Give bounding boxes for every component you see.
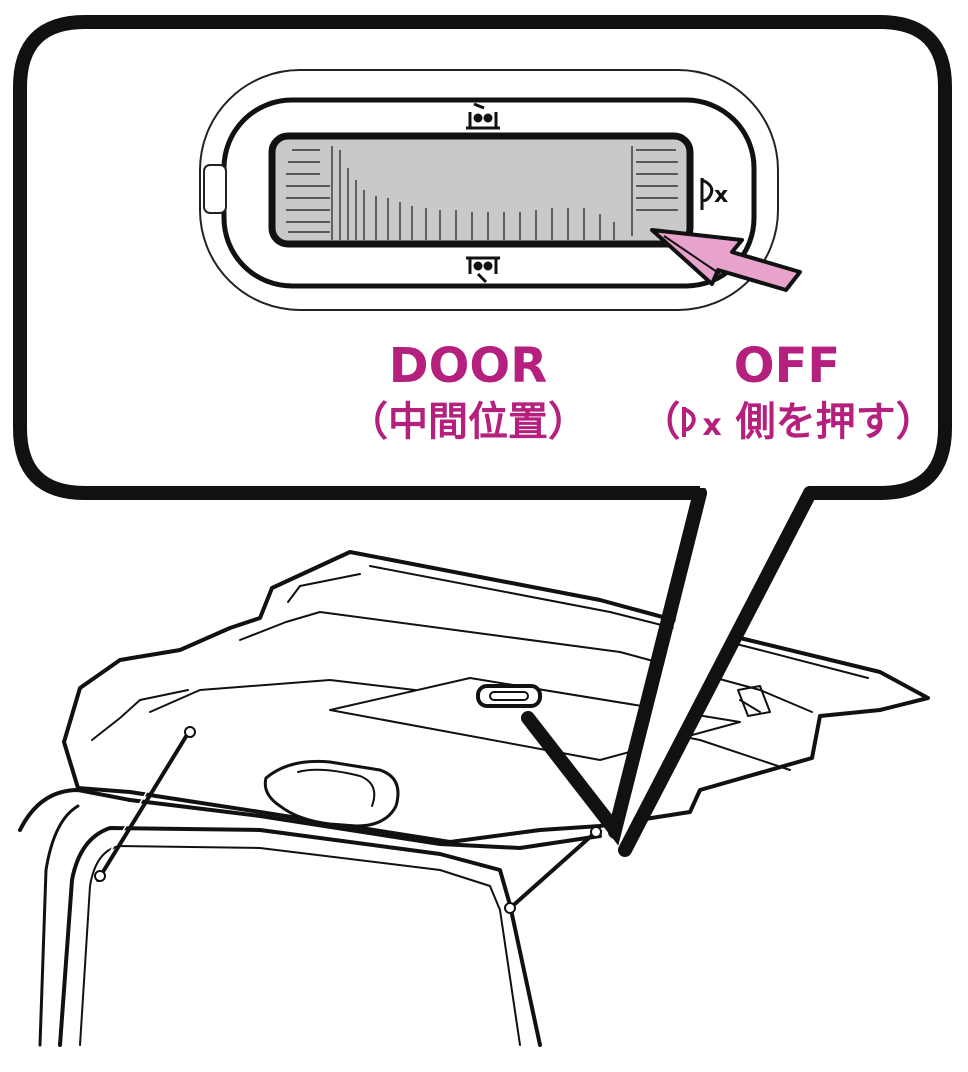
door-lamp-open-icon	[466, 102, 500, 130]
switch-lens	[268, 132, 694, 248]
door-frame	[18, 788, 602, 850]
lamp-off-x-mark: x	[714, 183, 728, 208]
press-arrow	[650, 228, 802, 292]
lens-texture	[286, 146, 678, 240]
off-label: OFF	[733, 338, 841, 394]
door-sub-label: （中間位置）	[348, 399, 588, 445]
callout-pointer-outline	[521, 486, 817, 857]
left-gas-strut	[93, 726, 196, 882]
vehicle-rear	[18, 550, 930, 1047]
off-sub-close: 側を押す）	[735, 399, 936, 445]
switch-side-tab	[203, 164, 227, 214]
door-lamp-closed-icon	[466, 256, 500, 284]
off-sub-x: x	[702, 408, 722, 443]
lamp-off-icon: x	[700, 178, 728, 210]
right-gas-strut	[504, 826, 602, 914]
off-sub-open: （	[640, 399, 681, 445]
lamp-switch: x	[199, 69, 802, 311]
off-sub-label: （ x 側を押す）	[628, 402, 948, 442]
lamp-off-inline-icon	[682, 407, 697, 437]
door-label: DOOR	[388, 338, 548, 394]
callout-pointer	[528, 490, 810, 856]
